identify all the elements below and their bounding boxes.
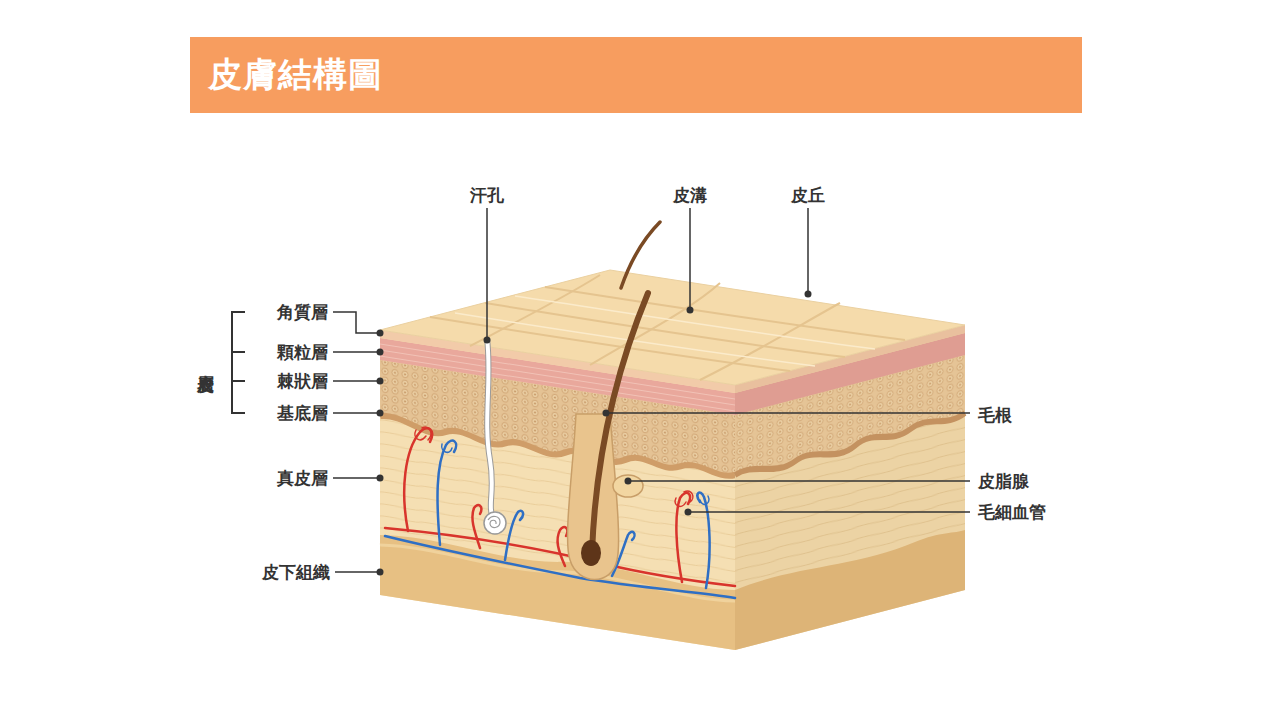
part-label: 皮下組織 (262, 563, 330, 582)
ridge-line (515, 296, 875, 349)
leader-line (333, 312, 380, 333)
vein (385, 536, 735, 598)
leader-line (689, 208, 691, 310)
title-band: 皮膚結構圖 (190, 37, 1082, 113)
capillary-tuft (442, 444, 452, 452)
part-label: 角質層 (277, 303, 328, 322)
leader-dots (377, 291, 812, 576)
leader-dot (377, 378, 384, 385)
part-label: 毛根 (978, 406, 1012, 425)
blood-vessels (385, 427, 735, 598)
leader-line (628, 480, 970, 482)
capillary-tuft (675, 491, 693, 506)
leader-dot (687, 307, 694, 314)
furrow-line (470, 275, 600, 346)
sweat-gland-coil (488, 516, 500, 527)
furrow-line (545, 287, 905, 340)
capillary-loop (558, 527, 568, 566)
capillary-loop (438, 441, 457, 545)
leader-line (606, 412, 970, 414)
part-label: 汗孔 (470, 186, 504, 205)
capillary-loop (505, 511, 523, 560)
skin-furrows (430, 275, 905, 380)
part-label: 皮脂腺 (978, 472, 1029, 491)
leader-line (333, 477, 380, 479)
part-label: 顆粒層 (277, 343, 328, 362)
hair-strand (621, 222, 660, 288)
leader-dot (625, 478, 632, 485)
leader-line (486, 208, 488, 340)
leader-line (333, 412, 380, 414)
part-label: 基底層 (277, 404, 328, 423)
leader-dot (484, 337, 491, 344)
leader-line (688, 511, 970, 513)
sebaceous-gland (613, 475, 643, 497)
hair-shaft (592, 293, 648, 553)
subcutaneous-layer (380, 532, 735, 650)
leader-line (335, 571, 380, 573)
part-label: 皮丘 (791, 186, 825, 205)
leader-dot (377, 475, 384, 482)
capillary-tuft (700, 496, 709, 504)
dermis-layer (380, 330, 735, 650)
hair-bulb (581, 540, 601, 566)
part-label: 真皮層 (277, 469, 328, 488)
leader-line (807, 208, 809, 294)
capillary-loop (404, 428, 432, 531)
layer-group-label: 表皮層 (197, 361, 216, 364)
leader-dot (377, 349, 384, 356)
leader-dot (377, 410, 384, 417)
leader-lines (333, 208, 970, 572)
leader-line (333, 351, 380, 353)
capillary-tuft (415, 427, 431, 440)
epidermis-bracket (232, 312, 245, 413)
part-label: 棘狀層 (277, 372, 328, 391)
capillary-loop (697, 493, 709, 588)
leader-line (333, 380, 380, 382)
part-label: 皮溝 (673, 186, 707, 205)
diagram-title: 皮膚結構圖 (208, 52, 383, 98)
front-face (380, 330, 735, 650)
ridge-highlights (455, 296, 875, 366)
capillary-loop (472, 505, 481, 548)
sweat-duct-outline (487, 338, 492, 515)
basal-layer (380, 415, 735, 483)
sweat-gland (484, 512, 506, 534)
leader-dot (805, 291, 812, 298)
leader-dot (603, 410, 610, 417)
skin-surface (380, 270, 965, 385)
leader-dot (377, 330, 384, 337)
subcutaneous-layer (735, 527, 965, 650)
furrow-line (430, 317, 790, 371)
part-label: 毛細血管 (978, 503, 1046, 522)
artery (385, 528, 735, 586)
leader-dot (377, 569, 384, 576)
leader-dot (685, 509, 692, 516)
basal-layer (735, 412, 965, 481)
sweat-duct (487, 338, 492, 515)
